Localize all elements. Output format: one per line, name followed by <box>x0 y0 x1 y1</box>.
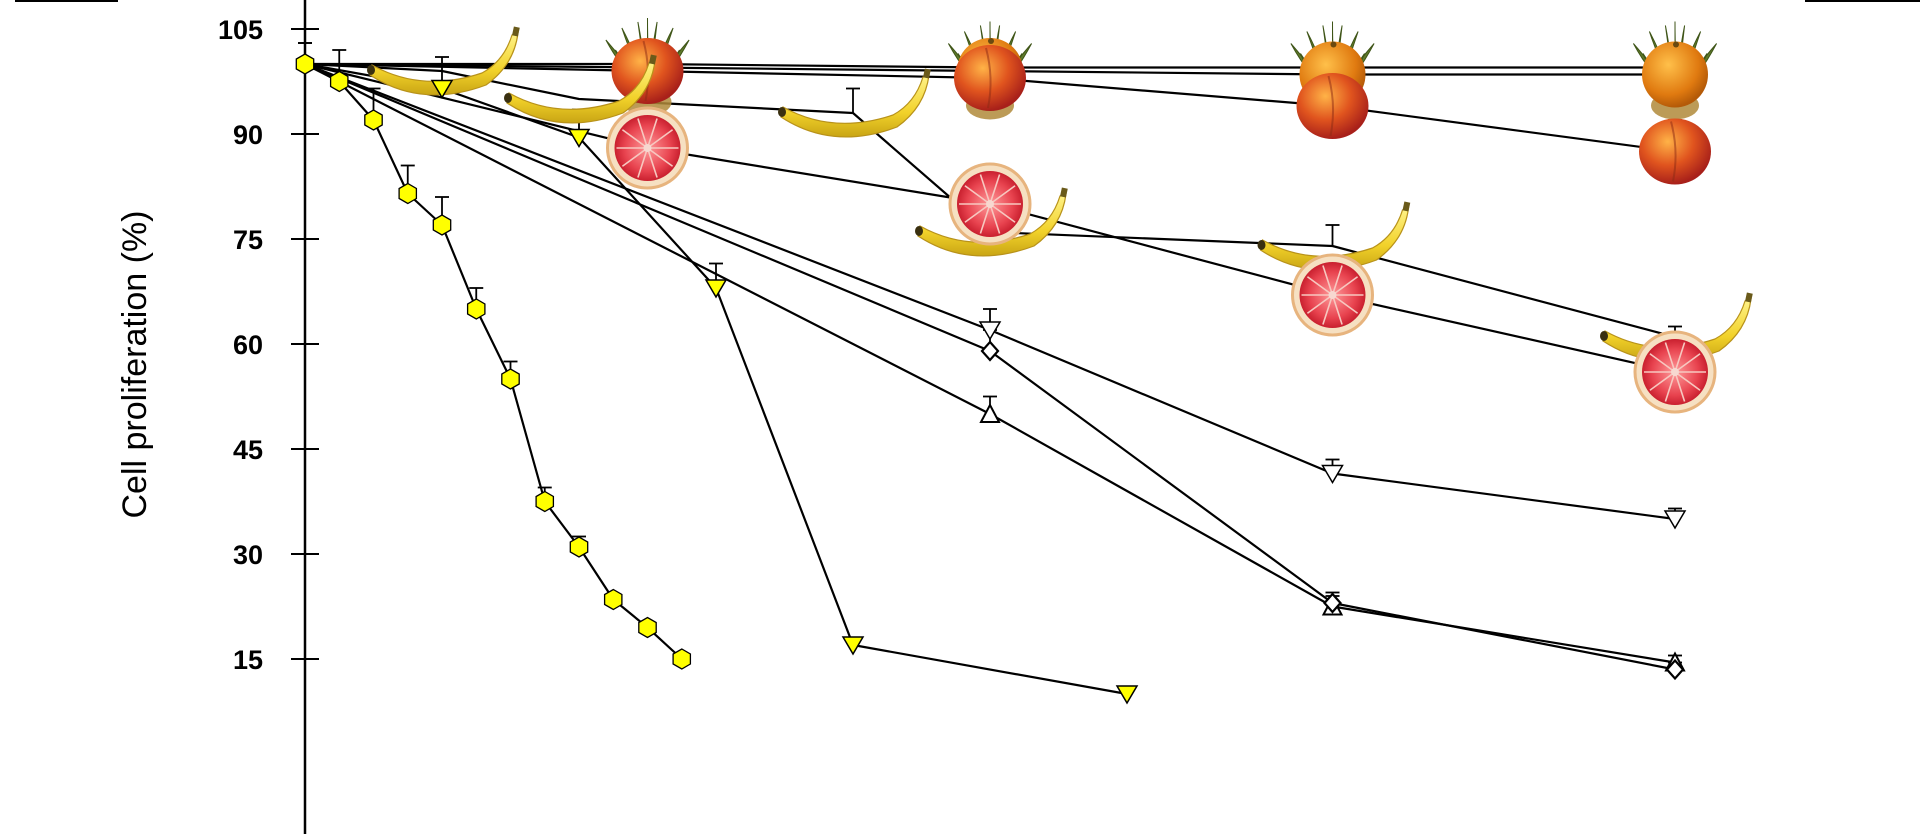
y-tick-label: 105 <box>218 15 263 45</box>
peach-crease <box>1327 75 1335 137</box>
grapefruit-segment <box>989 203 1001 234</box>
grapefruit-segment <box>1322 294 1334 325</box>
triangle-down-marker <box>567 128 591 148</box>
grapefruit-segment <box>1306 294 1333 314</box>
orange-marker <box>1642 41 1708 108</box>
grapefruit-segment <box>1664 342 1676 373</box>
series-line-8 <box>304 62 1676 671</box>
orange-stem <box>988 38 994 44</box>
diamond-marker <box>1323 592 1342 614</box>
marker-layer <box>295 17 1753 705</box>
grapefruit-segment <box>1674 371 1701 391</box>
orange-stem <box>1330 41 1337 48</box>
grapefruit-segment <box>1664 371 1676 402</box>
grapefruit-segment <box>1332 294 1359 314</box>
grapefruit-segment <box>1331 265 1343 296</box>
grapefruit-segment <box>1674 371 1686 402</box>
grapefruit-segment <box>964 185 991 205</box>
triangle-down-marker <box>1115 685 1139 705</box>
grapefruit-core <box>986 200 994 208</box>
hexagon-marker <box>535 490 555 513</box>
banana-end <box>1600 331 1608 341</box>
peach-crease <box>985 47 992 109</box>
triangle-down-marker <box>1663 510 1687 530</box>
y-axis-title: Cell proliferation (%) <box>116 211 154 519</box>
hexagon-marker <box>638 616 657 639</box>
banana-end <box>504 93 512 103</box>
grapefruit-segment <box>989 203 1016 223</box>
grapefruit-segment <box>1322 265 1334 296</box>
hexagon-marker <box>569 536 589 558</box>
banana-end <box>367 65 375 75</box>
y-tick-label: 30 <box>233 540 263 570</box>
triangle-down-marker <box>978 321 1002 341</box>
grapefruit-core <box>1671 368 1679 376</box>
banana-tip <box>512 26 520 37</box>
grapefruit-segment <box>1649 371 1676 391</box>
grapefruit-segment <box>1331 294 1343 325</box>
hexagon-marker <box>329 70 349 93</box>
grapefruit-segment <box>647 147 674 167</box>
diamond-marker <box>980 340 1000 362</box>
y-tick-label: 45 <box>233 435 263 465</box>
banana-tip <box>1745 292 1753 303</box>
grapefruit-segment <box>637 118 649 149</box>
banana-end <box>778 107 786 117</box>
series-line-9 <box>304 63 1676 664</box>
grapefruit-segment <box>989 185 1016 205</box>
hexagon-marker <box>501 368 520 390</box>
hexagon-marker <box>603 588 623 611</box>
series-layer <box>298 42 1682 696</box>
banana-end <box>915 226 923 236</box>
hexagon-marker <box>466 298 486 320</box>
hexagon-marker <box>364 109 383 131</box>
y-tick-label: 15 <box>233 645 263 675</box>
grapefruit-segment <box>621 147 648 167</box>
y-tick-label: 75 <box>233 225 263 255</box>
grapefruit-segment <box>647 129 674 149</box>
grapefruit-segment <box>646 118 658 149</box>
grapefruit-segment <box>1332 276 1359 296</box>
banana-tip <box>1060 187 1068 198</box>
orange-stem <box>1673 41 1679 48</box>
y-tick-label: 60 <box>233 330 263 360</box>
triangle-up-marker <box>979 402 1001 423</box>
grapefruit-segment <box>1649 353 1676 373</box>
y-tick-label: 90 <box>233 120 263 150</box>
grapefruit-segment <box>964 203 991 223</box>
banana-tip <box>1402 201 1411 212</box>
banana-tip <box>923 68 931 79</box>
triangle-down-marker <box>430 79 454 99</box>
hexagon-marker <box>295 53 315 75</box>
grapefruit-segment <box>979 203 991 234</box>
hexagon-marker <box>432 214 452 236</box>
grapefruit-segment <box>1674 353 1701 373</box>
grapefruit-segment <box>1674 342 1686 373</box>
y-axis: 105 90 75 60 45 30 15 Cell proliferation (%) <box>15 0 1920 834</box>
grapefruit-core <box>1328 291 1337 299</box>
diamond-marker <box>1665 658 1685 681</box>
hexagon-marker <box>398 182 418 205</box>
grapefruit-segment <box>979 174 991 205</box>
banana-tip <box>649 54 657 65</box>
grapefruit-segment <box>989 174 1001 205</box>
grapefruit-segment <box>621 129 648 149</box>
grapefruit-segment <box>1306 276 1333 296</box>
banana-marker <box>780 74 930 138</box>
triangle-down-marker <box>841 636 865 656</box>
grapefruit-core <box>643 144 652 152</box>
peach-crease <box>1670 121 1677 182</box>
grapefruit-segment <box>637 147 649 178</box>
triangle-down-marker <box>704 279 728 299</box>
series-line-7 <box>304 62 1676 521</box>
hexagon-marker <box>672 648 692 670</box>
triangle-down-marker <box>1321 464 1344 484</box>
banana-end <box>1257 240 1266 250</box>
grapefruit-segment <box>646 147 658 178</box>
